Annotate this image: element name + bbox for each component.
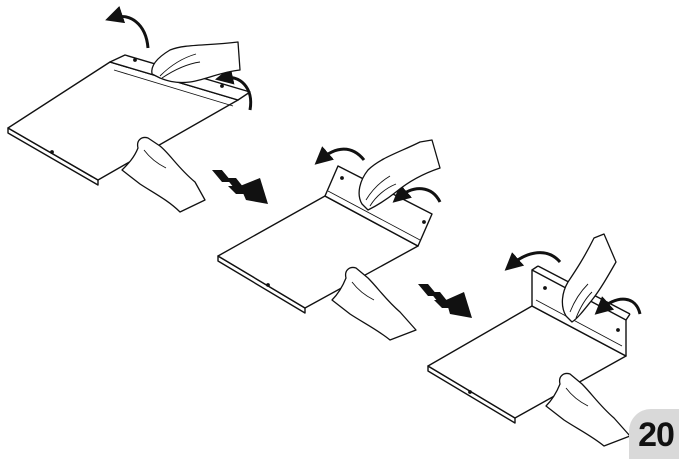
curved-arrow-icon (112, 16, 148, 48)
curved-arrow-icon (510, 253, 560, 266)
step-3 (428, 234, 640, 446)
step-number-badge: 20 (629, 409, 679, 459)
striped-right-arrow-icon (212, 170, 268, 204)
step-1 (8, 16, 251, 212)
curved-arrow-icon (320, 149, 364, 160)
step-number: 20 (638, 416, 674, 455)
striped-right-arrow-icon (418, 284, 472, 318)
step-2 (218, 140, 440, 340)
